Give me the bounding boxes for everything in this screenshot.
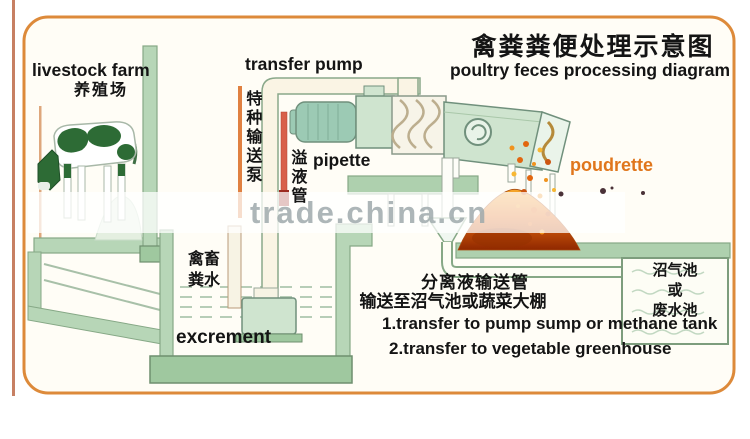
- diagram-title-en: poultry feces processing diagram: [449, 60, 731, 80]
- methane-tank-label: 沼气池 或 废水池: [622, 261, 728, 321]
- poudrette-label: poudrette: [570, 155, 653, 175]
- livestock-farm-label-en: livestock farm: [32, 60, 150, 80]
- manure-water-label: 禽畜 粪水: [178, 249, 230, 291]
- manure-water-line2: 粪水: [187, 272, 220, 289]
- separated-liquid-label-2: 输送至沼气池或蔬菜大棚: [359, 292, 547, 311]
- note-line-1: 1.transfer to pump sump or methane tank: [382, 314, 718, 333]
- gearbox: [355, 95, 395, 149]
- methane-tank-line1: 沼气池: [652, 262, 698, 279]
- excrement-label: excrement: [176, 327, 272, 348]
- manure-water-line1: 禽畜: [187, 251, 220, 268]
- cow-head: [37, 149, 61, 191]
- tank-water-waves: [631, 269, 705, 335]
- note-line-2: 2.transfer to vegetable greenhouse: [389, 339, 672, 358]
- watermark-band: [28, 192, 625, 233]
- exposed-screw: [541, 120, 555, 164]
- water-lines: [180, 286, 334, 318]
- livestock-farm-label-zh: 养殖场: [73, 82, 128, 99]
- separated-liquid-label-1: 分离液输送管: [421, 273, 529, 292]
- pump-riser-line: [238, 86, 242, 218]
- methane-tank-line3: 废水池: [652, 302, 698, 319]
- diagram-title-zh: 禽粪粪便处理示意图: [471, 33, 715, 61]
- methane-tank-box: [621, 257, 729, 345]
- submersible-pump: [235, 287, 303, 343]
- methane-tank-line2: 或: [667, 282, 683, 299]
- left-edge-artifact-line: [12, 0, 15, 396]
- excrement-tank: [149, 223, 373, 384]
- watermark-text: trade.china.cn: [250, 195, 489, 230]
- transfer-pump-label-en: transfer pump: [245, 54, 363, 74]
- pipette-label-en: pipette: [313, 150, 371, 170]
- brand-logo-circle: [464, 118, 492, 146]
- transfer-pump-label-zh: 特种输送泵: [243, 90, 261, 185]
- overflow-pipe-label-zh: 溢液管: [288, 149, 306, 206]
